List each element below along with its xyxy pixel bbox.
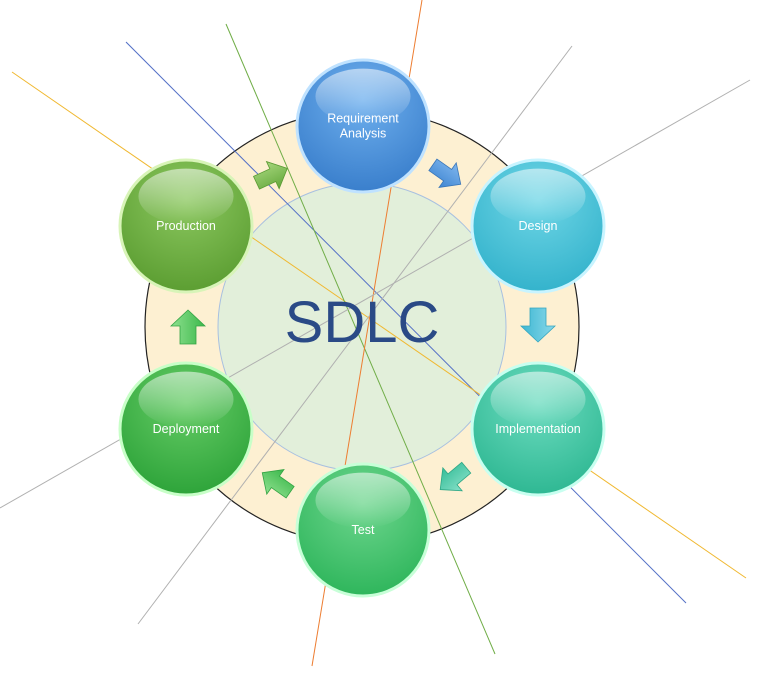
stage-nodes: RequirementAnalysisDesignImplementationT… [118, 58, 606, 598]
arrow-icon [253, 160, 288, 190]
arrow-icon [261, 469, 295, 499]
stage-node-implementation: Implementation [470, 361, 606, 497]
stage-label: Implementation [495, 422, 581, 436]
stage-label: Test [352, 523, 375, 537]
arrow-icon [428, 158, 462, 188]
arrow-icon [439, 461, 472, 492]
stage-node-deployment: Deployment [118, 361, 254, 497]
stage-label: Requirement [327, 112, 399, 126]
stage-label: Design [519, 219, 558, 233]
stage-node-test: Test [295, 462, 431, 598]
stage-node-production: Production [118, 158, 254, 294]
center-title: SDLC [285, 290, 440, 355]
stage-label: Production [156, 219, 216, 233]
stage-gloss [490, 371, 586, 428]
stage-label: Analysis [340, 127, 387, 141]
stage-node-design: Design [470, 158, 606, 294]
connector-arrows [169, 158, 557, 499]
stage-gloss [315, 472, 411, 529]
stage-gloss [138, 168, 234, 225]
stage-label: Deployment [153, 422, 220, 436]
arrow-icon [169, 309, 207, 345]
stage-gloss [490, 168, 586, 225]
stage-gloss [315, 68, 411, 125]
arrow-icon [519, 307, 557, 343]
stage-gloss [138, 371, 234, 428]
